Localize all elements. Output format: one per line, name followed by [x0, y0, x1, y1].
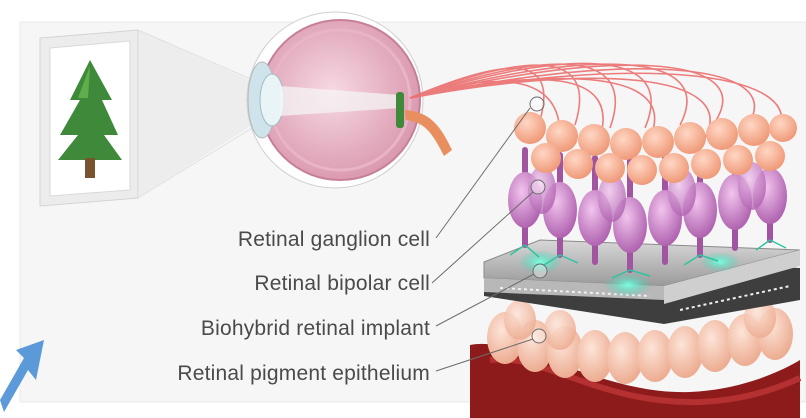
tree-picture-icon	[40, 30, 138, 206]
label-retinal-bipolar-cell: Retinal bipolar cell	[254, 272, 430, 296]
label-biohybrid-retinal-implant: Biohybrid retinal implant	[201, 317, 430, 341]
label-retinal-ganglion-cell: Retinal ganglion cell	[238, 228, 430, 252]
label-retinal-pigment-epithelium: Retinal pigment epithelium	[177, 362, 430, 386]
